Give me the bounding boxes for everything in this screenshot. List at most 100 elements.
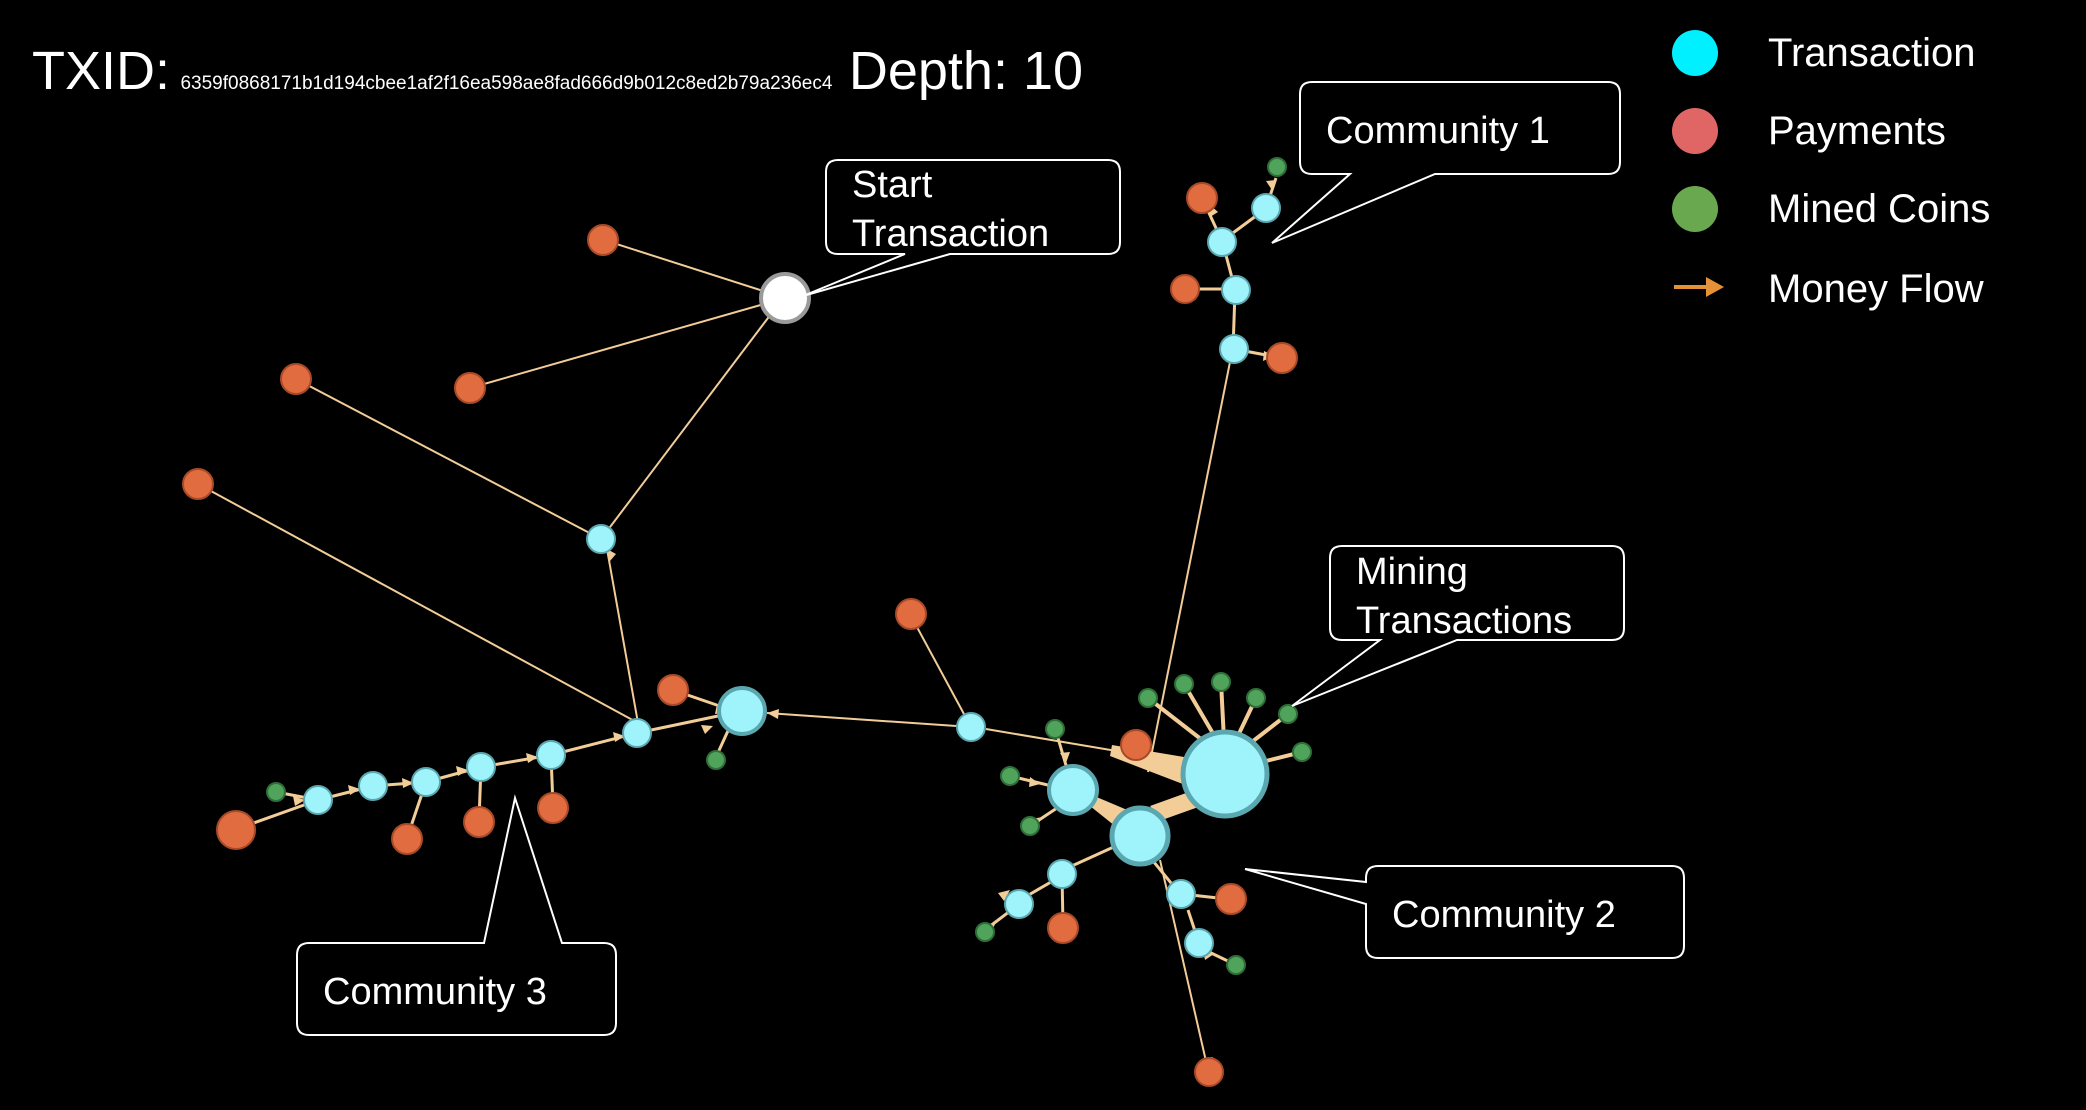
mined-coin-circle-icon	[1672, 186, 1718, 232]
payment-node	[657, 674, 689, 706]
callout-mining: Mining Transactions	[1291, 545, 1625, 707]
arrowhead	[1029, 777, 1040, 787]
edge	[197, 483, 639, 724]
transaction-node	[1180, 729, 1270, 819]
edge	[295, 378, 602, 540]
arrowhead	[998, 890, 1010, 901]
transaction-node	[466, 752, 496, 782]
transaction-node	[622, 718, 652, 748]
mined-node	[1267, 157, 1287, 177]
edge	[606, 548, 639, 724]
mined-node	[1000, 766, 1020, 786]
arrowhead	[348, 785, 360, 795]
flow-edges	[197, 177, 1303, 1071]
mined-node	[706, 750, 726, 770]
transaction-node	[1109, 805, 1171, 867]
payment-circle-icon	[1672, 108, 1718, 154]
arrowhead	[767, 709, 779, 719]
callout-bubble	[1291, 545, 1625, 707]
payment-node	[216, 810, 256, 850]
callout-line: Transactions	[1356, 600, 1572, 642]
graph-header: TXID: 6359f0868171b1d194cbee1af2f16ea598…	[32, 40, 1083, 102]
arrowhead	[607, 549, 616, 561]
mined-node	[1246, 688, 1266, 708]
payment-node	[1186, 182, 1218, 214]
mined-node	[1045, 719, 1065, 739]
payment-node	[391, 823, 423, 855]
arrowhead	[456, 766, 468, 776]
mined-node	[1226, 955, 1246, 975]
transaction-nodes	[303, 193, 1281, 958]
edge	[910, 615, 972, 728]
callout-line: Community 2	[1392, 894, 1616, 936]
payment-node	[454, 372, 486, 404]
legend-label: Transaction	[1768, 31, 1976, 75]
callout-line: Community 1	[1326, 110, 1550, 152]
transaction-node	[1251, 193, 1281, 223]
callout-bubble	[802, 159, 1121, 297]
mined-node	[1292, 742, 1312, 762]
callout-line: Start	[852, 164, 933, 206]
callout-bubble	[1271, 81, 1621, 244]
transaction-node	[1004, 889, 1034, 919]
payment-node	[1266, 342, 1298, 374]
payment-node	[280, 363, 312, 395]
transaction-node	[1166, 879, 1196, 909]
payment-nodes	[182, 182, 1298, 1087]
legend-item-money-flow: Money Flow	[1670, 260, 2070, 320]
arrow-right-icon	[1674, 277, 1724, 297]
callout-line: Community 3	[323, 971, 547, 1013]
arrowhead	[701, 725, 713, 734]
arrowhead	[293, 796, 305, 806]
transaction-node	[717, 686, 767, 736]
transaction-node	[1047, 764, 1099, 816]
transaction-node	[586, 524, 616, 554]
mined-node	[1211, 672, 1231, 692]
mined-node	[266, 782, 286, 802]
edge	[766, 712, 972, 728]
callout-line: Mining	[1356, 551, 1468, 593]
callout-bubble	[1244, 865, 1685, 959]
arrowhead	[613, 732, 625, 742]
payment-node	[537, 792, 569, 824]
legend-item-mined-coins: Mined Coins	[1670, 180, 2070, 240]
edge	[603, 239, 786, 299]
payment-node	[895, 598, 927, 630]
arrowhead	[1060, 752, 1070, 763]
start-transaction-node	[759, 272, 811, 324]
payment-node	[587, 224, 619, 256]
arrowhead	[526, 753, 538, 763]
mined-node	[1174, 674, 1194, 694]
transaction-node	[1221, 275, 1251, 305]
callout-community-3: Community 3	[296, 794, 617, 1036]
mined-node	[975, 922, 995, 942]
payment-node	[1194, 1057, 1224, 1087]
legend-label: Mined Coins	[1768, 187, 1991, 231]
mined-nodes	[266, 157, 1312, 975]
legend-item-transaction: Transaction	[1670, 24, 2070, 84]
transaction-node	[1207, 227, 1237, 257]
transaction-circle-icon	[1672, 30, 1718, 76]
legend-label: Payments	[1768, 109, 1946, 153]
transaction-node	[303, 785, 333, 815]
edge	[600, 313, 772, 540]
transaction-node	[1184, 928, 1214, 958]
mined-node	[1278, 704, 1298, 724]
payment-node	[182, 468, 214, 500]
callout-text: Community 1	[1326, 110, 1550, 152]
transaction-node	[1219, 334, 1249, 364]
payment-node	[1215, 883, 1247, 915]
payment-node	[1170, 274, 1200, 304]
arrowhead	[402, 778, 414, 788]
depth-label: Depth: 10	[848, 41, 1084, 101]
callout-community-1: Community 1	[1271, 81, 1621, 244]
transaction-node	[1047, 859, 1077, 889]
payment-node	[463, 806, 495, 838]
legend-label: Money Flow	[1768, 267, 1984, 311]
transaction-node	[536, 740, 566, 770]
edge	[469, 297, 786, 389]
payment-node	[1120, 729, 1152, 761]
transaction-node	[956, 712, 986, 742]
mined-node	[1138, 688, 1158, 708]
